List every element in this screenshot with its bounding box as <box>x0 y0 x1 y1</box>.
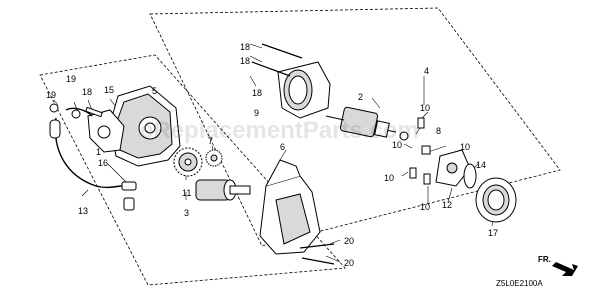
terminal-boots <box>49 119 137 211</box>
drive-housing <box>259 159 321 255</box>
brush-holder-parts <box>399 117 471 187</box>
callout-11: 11 <box>182 188 191 198</box>
callout-17: 17 <box>488 228 498 238</box>
callout-15: 15 <box>104 85 114 95</box>
yoke-housing <box>277 61 331 119</box>
group-frames <box>39 7 561 286</box>
callout-13: 13 <box>78 206 88 216</box>
front-direction-indicator: FR. <box>538 255 578 276</box>
through-bolts-upper <box>251 43 303 77</box>
callout-2: 2 <box>358 92 363 102</box>
callout-18c: 18 <box>252 88 262 98</box>
left-fasteners <box>49 103 103 119</box>
wire-harness <box>54 107 131 189</box>
callout-10e: 10 <box>420 202 430 212</box>
callout-14: 14 <box>476 160 486 170</box>
callout-8: 8 <box>436 126 441 136</box>
callout-18a: 18 <box>240 42 250 52</box>
callout-19a: 19 <box>46 90 56 100</box>
callout-4: 4 <box>424 66 429 76</box>
callout-18d: 18 <box>82 87 92 97</box>
reduction-gears <box>173 147 223 177</box>
callout-12: 12 <box>442 200 452 210</box>
callout-10b: 10 <box>392 140 402 150</box>
callout-3: 3 <box>184 208 189 218</box>
callout-18b: 18 <box>240 56 250 66</box>
callout-6: 6 <box>280 142 285 152</box>
through-bolts-lower <box>299 243 335 265</box>
callout-10d: 10 <box>384 173 394 183</box>
callout-labels: 1 2 3 4 5 6 7 8 9 10 10 10 10 10 11 12 1… <box>46 42 498 268</box>
callout-7: 7 <box>208 136 213 146</box>
callout-9: 9 <box>254 108 259 118</box>
rear-cover <box>463 163 517 223</box>
callout-19b: 19 <box>66 74 76 84</box>
callout-5: 5 <box>152 86 157 96</box>
direction-arrow-icon <box>552 262 578 276</box>
pinion-clutch <box>195 179 251 201</box>
callout-10a: 10 <box>420 103 430 113</box>
callout-20b: 20 <box>344 258 354 268</box>
diagram-reference-code: Z5L0E2100A <box>496 279 543 288</box>
watermark-text: eReplacementParts.com <box>140 117 419 144</box>
starter-cover-assembly <box>87 85 181 167</box>
callout-20a: 20 <box>344 236 354 246</box>
callout-1: 1 <box>96 147 101 157</box>
armature <box>325 106 397 138</box>
callout-16: 16 <box>98 158 108 168</box>
direction-label: FR. <box>538 255 551 264</box>
callout-10c: 10 <box>460 142 470 152</box>
